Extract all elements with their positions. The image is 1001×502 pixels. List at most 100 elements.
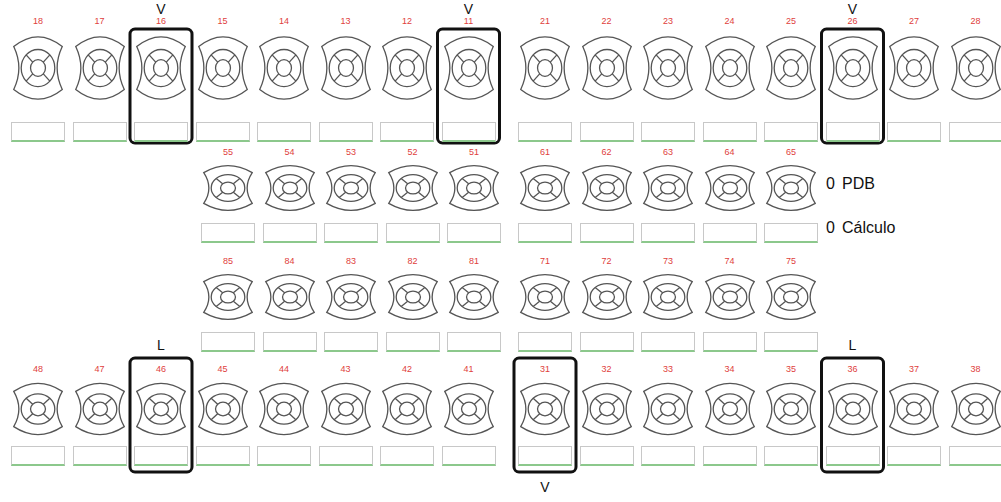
surface-label: L [157, 338, 165, 352]
tooth-number: 23 [640, 16, 696, 27]
tooth-number: 82 [385, 256, 441, 267]
tooth-number: 31 [517, 364, 573, 375]
note-label: Cálculo [842, 220, 895, 236]
note-box [580, 332, 634, 352]
tooth-number: 72 [579, 256, 635, 267]
tooth-number: 81 [446, 256, 502, 267]
highlight-frame [822, 358, 884, 472]
note-box [324, 223, 378, 243]
tooth: 52 [385, 147, 441, 243]
note-box [442, 122, 496, 142]
tooth: 11 [441, 16, 497, 142]
tooth-symbol [446, 269, 502, 325]
tooth-symbol [195, 377, 251, 441]
note-box [641, 332, 695, 352]
tooth: 15 [195, 16, 251, 142]
tooth: 65 [763, 147, 819, 243]
tooth-symbol [379, 29, 435, 107]
tooth-symbol [948, 377, 1001, 441]
tooth: 43 [318, 364, 374, 466]
tooth-symbol [200, 269, 256, 325]
tooth-number: 54 [262, 147, 318, 158]
tooth-number: 37 [886, 364, 942, 375]
note-box [73, 122, 127, 142]
tooth-symbol [256, 29, 312, 107]
note-box [196, 122, 250, 142]
tooth-symbol [323, 269, 379, 325]
tooth-number: 52 [385, 147, 441, 158]
tooth: 23 [640, 16, 696, 142]
tooth-symbol [256, 377, 312, 441]
tooth-symbol [702, 160, 758, 216]
tooth-number: 17 [72, 16, 128, 27]
note-box [134, 446, 188, 466]
tooth-number: 71 [517, 256, 573, 267]
note-box [703, 223, 757, 243]
note-box [442, 446, 496, 466]
tooth-number: 85 [200, 256, 256, 267]
note-box [386, 332, 440, 352]
tooth-symbol [517, 377, 573, 441]
tooth-number: 61 [517, 147, 573, 158]
tooth: 42 [379, 364, 435, 466]
tooth: 82 [385, 256, 441, 352]
tooth-symbol [72, 377, 128, 441]
tooth: 13 [318, 16, 374, 142]
surface-label: L [849, 338, 857, 352]
tooth-symbol [441, 29, 497, 107]
tooth-number: 43 [318, 364, 374, 375]
tooth-symbol [385, 269, 441, 325]
tooth: 53 [323, 147, 379, 243]
note-box [949, 446, 1001, 466]
tooth: 63 [640, 147, 696, 243]
surface-label: V [156, 2, 165, 16]
note-box [580, 446, 634, 466]
highlight-frame [130, 29, 192, 143]
note-label: PDB [842, 176, 875, 192]
tooth-number: 83 [323, 256, 379, 267]
tooth-symbol [10, 29, 66, 107]
tooth: 73 [640, 256, 696, 352]
tooth-symbol [318, 377, 374, 441]
tooth: 75 [763, 256, 819, 352]
tooth-number: 32 [579, 364, 635, 375]
note-box [949, 122, 1001, 142]
tooth-symbol [517, 160, 573, 216]
tooth-number: 13 [318, 16, 374, 27]
tooth-symbol [441, 377, 497, 441]
note-box [263, 332, 317, 352]
tooth: 32 [579, 364, 635, 466]
note-box [641, 122, 695, 142]
tooth-symbol [385, 160, 441, 216]
note-box [764, 223, 818, 243]
tooth-number: 48 [10, 364, 66, 375]
tooth-symbol [323, 160, 379, 216]
tooth-number: 33 [640, 364, 696, 375]
note-box [826, 446, 880, 466]
tooth: 21 [517, 16, 573, 142]
tooth: 14 [256, 16, 312, 142]
note-box [641, 223, 695, 243]
surface-label: V [464, 2, 473, 16]
tooth-symbol [886, 377, 942, 441]
highlight-frame [514, 358, 576, 472]
note-box [447, 223, 501, 243]
note-box [764, 122, 818, 142]
tooth-symbol [763, 377, 819, 441]
tooth-number: 41 [441, 364, 497, 375]
note-box [196, 446, 250, 466]
tooth-symbol [763, 160, 819, 216]
tooth-symbol [133, 29, 189, 107]
tooth-number: 63 [640, 147, 696, 158]
tooth: 37 [886, 364, 942, 466]
note-box [764, 446, 818, 466]
note-box [263, 223, 317, 243]
note-box [257, 446, 311, 466]
tooth: 17 [72, 16, 128, 142]
tooth-symbol [702, 29, 758, 107]
tooth: 27 [886, 16, 942, 142]
tooth: 28 [948, 16, 1001, 142]
tooth-symbol [517, 29, 573, 107]
tooth-symbol [72, 29, 128, 107]
